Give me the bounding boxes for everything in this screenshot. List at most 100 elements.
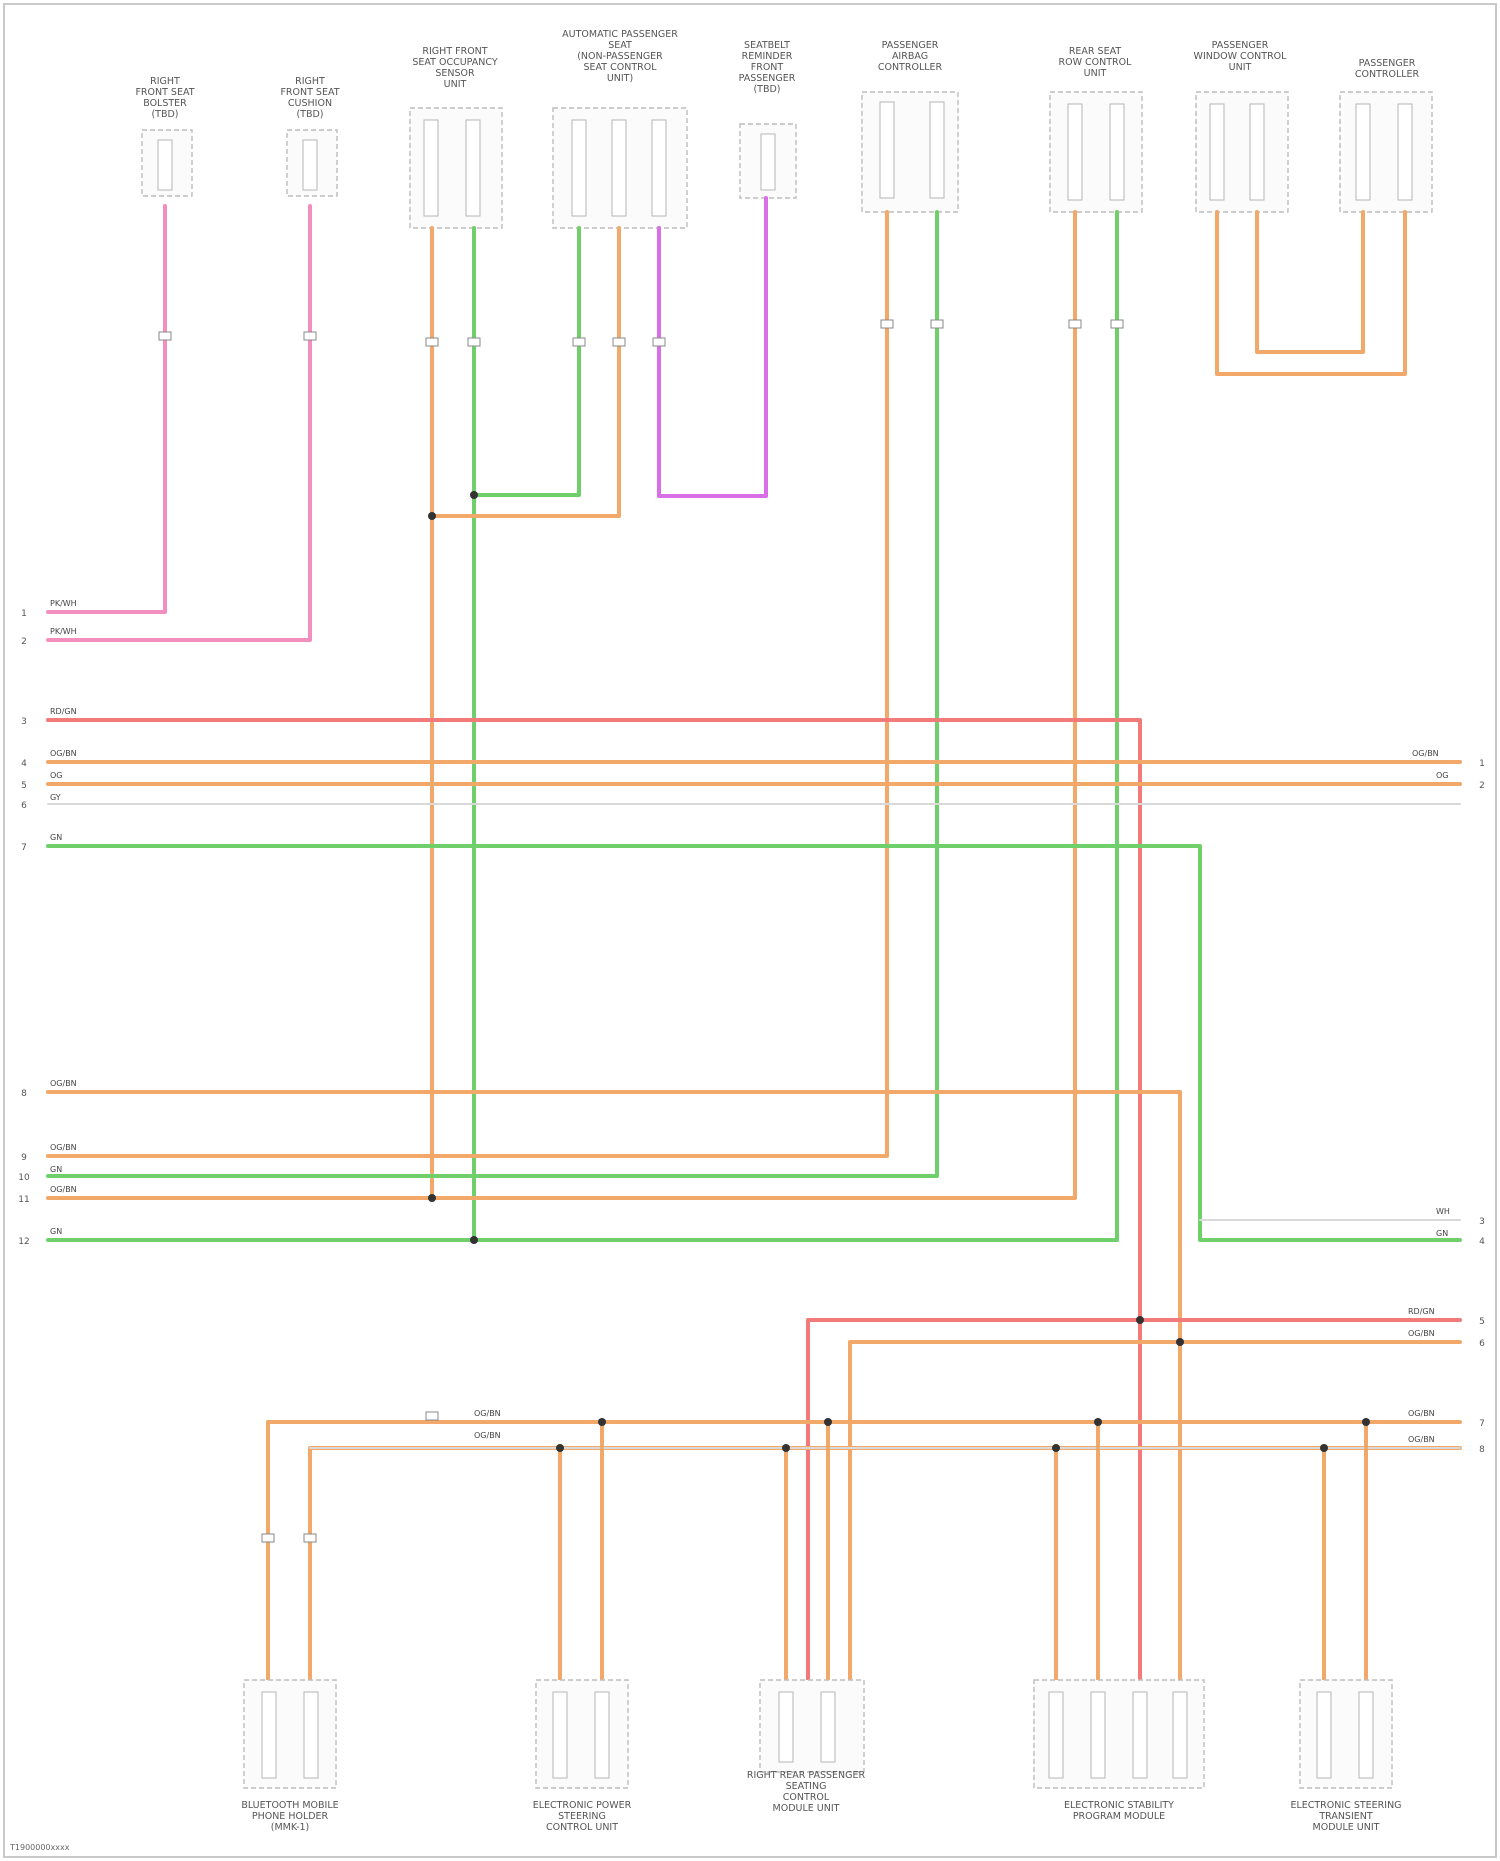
svg-text:4: 4 [1479,1237,1485,1247]
svg-text:OG/BN: OG/BN [50,1079,77,1088]
svg-text:OG/BN: OG/BN [474,1431,501,1440]
svg-text:GN: GN [50,1165,62,1174]
svg-text:GN: GN [50,1227,62,1236]
left-pin-9: 9 OG/BN [21,1143,77,1163]
right-pin-3: 3 WH [1436,1207,1485,1227]
svg-text:3: 3 [21,717,27,727]
svg-text:1: 1 [21,609,27,619]
svg-text:RD/GN: RD/GN [50,707,77,716]
left-pin-6: 6 GY [21,793,61,811]
svg-text:PK/WH: PK/WH [50,599,77,608]
svg-text:7: 7 [21,843,27,853]
splice-labels: OG/BN OG/BN [474,1409,501,1440]
left-pin-4: 4 OG/BN [21,749,77,769]
svg-text:6: 6 [21,801,27,811]
svg-text:10: 10 [18,1173,30,1183]
svg-text:OG/BN: OG/BN [1412,749,1439,758]
svg-text:12: 12 [18,1237,29,1247]
right-pin-1: 1 OG/BN [1412,749,1485,769]
svg-text:WH: WH [1436,1207,1450,1216]
svg-text:OG: OG [1436,771,1449,780]
svg-text:OG/BN: OG/BN [1408,1435,1435,1444]
svg-text:OG/BN: OG/BN [50,749,77,758]
wires-bottom [560,1422,1366,1718]
component-electronic-stability-program: ELECTRONIC STABILITYPROGRAM MODULE [1034,1680,1204,1822]
svg-text:5: 5 [1479,1317,1485,1327]
svg-text:GY: GY [50,793,61,802]
right-pin-2: 2 OG [1436,771,1485,791]
right-pin-7: 7 OG/BN [1408,1409,1485,1429]
svg-text:3: 3 [1479,1217,1485,1227]
left-pin-1: 1 PK/WH [21,599,77,619]
svg-text:2: 2 [1479,781,1485,791]
left-pin-5: 5 OG [21,771,62,791]
left-pin-8: 8 OG/BN [21,1079,77,1099]
left-pin-2: 2 PK/WH [21,627,77,647]
left-pin-12: 12 GN [18,1227,62,1247]
svg-text:OG/BN: OG/BN [1408,1409,1435,1418]
svg-text:RD/GN: RD/GN [1408,1307,1435,1316]
svg-text:OG/BN: OG/BN [50,1143,77,1152]
svg-text:OG/BN: OG/BN [1408,1329,1435,1338]
right-pin-5: 5 RD/GN [1408,1307,1485,1327]
inline-connectors [159,320,1123,1542]
svg-text:9: 9 [21,1153,27,1163]
left-pin-7: 7 GN [21,833,62,853]
svg-text:8: 8 [1479,1445,1485,1455]
splice-points [428,491,1370,1452]
svg-text:11: 11 [18,1195,29,1205]
svg-text:1: 1 [1479,759,1485,769]
svg-text:2: 2 [21,637,27,647]
right-pin-8: 8 OG/BN [1408,1435,1485,1455]
svg-text:PK/WH: PK/WH [50,627,77,636]
svg-text:4: 4 [21,759,27,769]
right-pin-column: 1OG/BN 2OG 3WH 4GN 5RD/GN 6OG/BN 7OG/BN … [1408,749,1485,1455]
svg-text:GN: GN [1436,1229,1448,1238]
left-pin-11: 11 OG/BN [18,1185,76,1205]
svg-text:8: 8 [21,1089,27,1099]
left-pin-column: 1PK/WH 2PK/WH 3RD/GN 4OG/BN 5OG 6GY 7GN … [18,599,76,1247]
right-pin-6: 6 OG/BN [1408,1329,1485,1349]
svg-text:OG/BN: OG/BN [50,1185,77,1194]
svg-text:7: 7 [1479,1419,1485,1429]
diagram-footer-code: T1900000xxxx [9,1843,70,1852]
svg-text:OG: OG [50,771,63,780]
svg-text:5: 5 [21,781,27,791]
svg-text:6: 6 [1479,1339,1485,1349]
diagram-frame [4,4,1496,1857]
wires-bus [48,720,1460,1718]
svg-text:GN: GN [50,833,62,842]
svg-text:OG/BN: OG/BN [474,1409,501,1418]
left-pin-3: 3 RD/GN [21,707,76,727]
